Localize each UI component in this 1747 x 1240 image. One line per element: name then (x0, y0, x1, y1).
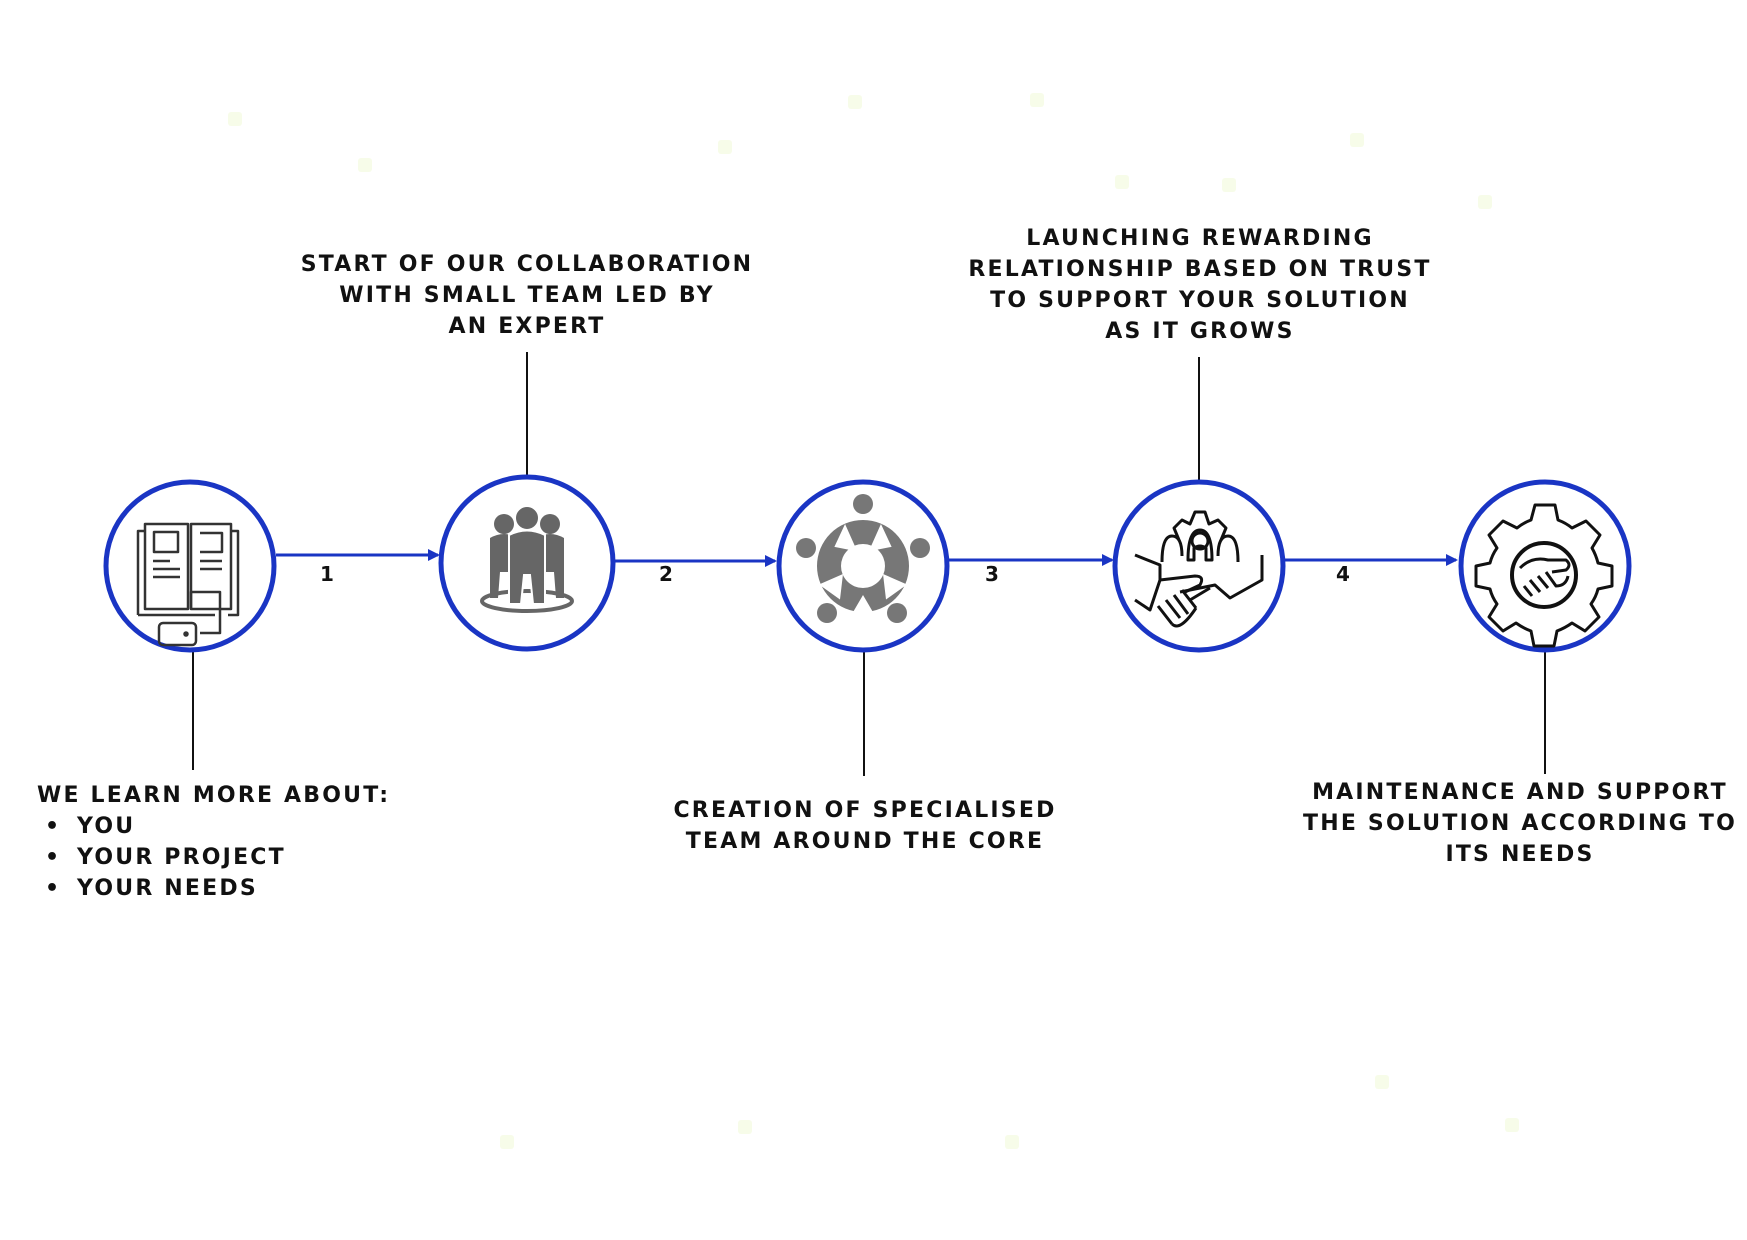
arrow-label-1: 1 (320, 562, 334, 586)
background-speck (500, 1135, 514, 1149)
step-2-label: START OF OUR COLLABORATION WITH SMALL TE… (287, 249, 767, 342)
arrow-label-3: 3 (985, 562, 999, 586)
background-speck (718, 140, 732, 154)
background-speck (1115, 175, 1129, 189)
background-speck (358, 158, 372, 172)
background-speck (1505, 1118, 1519, 1132)
step-4-line: LAUNCHING REWARDING (1026, 226, 1374, 251)
step-5-label: MAINTENANCE AND SUPPORT THE SOLUTION ACC… (1290, 777, 1747, 870)
step-4-line: AS IT GROWS (1105, 319, 1295, 344)
step-3-line: TEAM AROUND THE CORE (685, 829, 1045, 854)
step-1-bullet: YOU (37, 811, 390, 842)
step-5-line: ITS NEEDS (1445, 842, 1595, 867)
step-5-line: MAINTENANCE AND SUPPORT (1312, 780, 1728, 805)
background-speck (228, 112, 242, 126)
step-5-line: THE SOLUTION ACCORDING TO (1303, 811, 1737, 836)
step-3-line: CREATION OF SPECIALISED (673, 798, 1057, 823)
step-4-label: LAUNCHING REWARDING RELATIONSHIP BASED O… (960, 223, 1440, 347)
step-1-title: WE LEARN MORE ABOUT: (37, 783, 391, 808)
step-5-circle (1458, 479, 1632, 653)
documents-devices-icon (136, 522, 240, 647)
step-1-label: WE LEARN MORE ABOUT: YOU YOUR PROJECT YO… (37, 780, 390, 904)
step-1-bullet: YOUR NEEDS (37, 873, 390, 904)
background-speck (848, 95, 862, 109)
step-1-bullet: YOUR PROJECT (37, 842, 390, 873)
background-speck (1478, 195, 1492, 209)
step-2-line: WITH SMALL TEAM LED BY (339, 283, 715, 308)
team-group-icon (480, 505, 574, 613)
gear-handshake-icon (1474, 503, 1614, 648)
arrow-label-2: 2 (659, 562, 673, 586)
arrow-label-4: 4 (1336, 562, 1350, 586)
step-2-line: START OF OUR COLLABORATION (300, 252, 754, 277)
step-2-line: AN EXPERT (448, 314, 606, 339)
step-3-label: CREATION OF SPECIALISED TEAM AROUND THE … (640, 795, 1090, 857)
step-4-line: RELATIONSHIP BASED ON TRUST (968, 257, 1432, 282)
background-speck (1005, 1135, 1019, 1149)
handshake-gear-team-icon (1134, 510, 1264, 628)
step-4-line: TO SUPPORT YOUR SOLUTION (990, 288, 1410, 313)
background-speck (1375, 1075, 1389, 1089)
background-speck (1222, 178, 1236, 192)
step-4-circle (1112, 479, 1286, 653)
background-speck (738, 1120, 752, 1134)
team-circle-icon (796, 494, 930, 623)
background-speck (1030, 93, 1044, 107)
background-speck (1350, 133, 1364, 147)
step-1-bullet-list: YOU YOUR PROJECT YOUR NEEDS (37, 811, 390, 904)
